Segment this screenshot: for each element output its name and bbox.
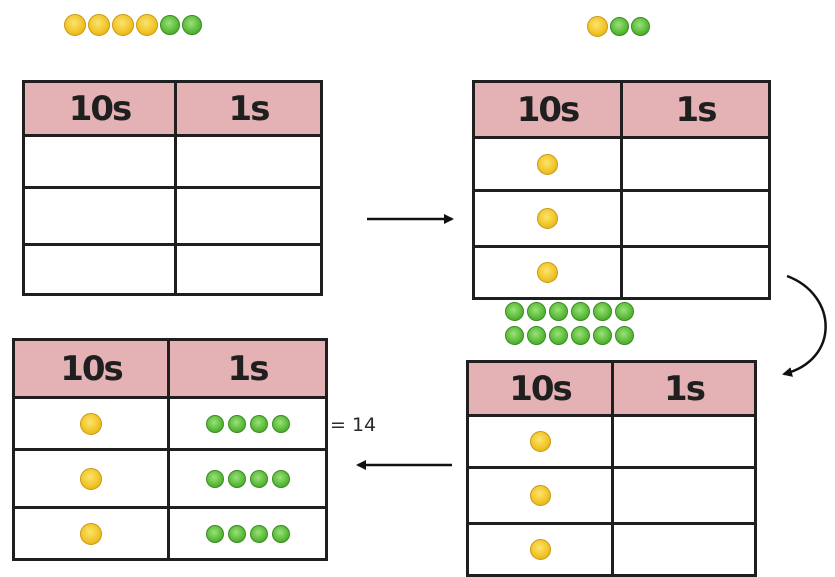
- chart-row: [472, 136, 771, 192]
- one-counter-icon: [205, 470, 224, 489]
- ones-cell: [620, 245, 771, 300]
- result-equals-label: = 14: [330, 414, 377, 436]
- one-counter-icon: [549, 302, 568, 321]
- chart-row: [472, 189, 771, 248]
- column-header-ones: 1s: [174, 80, 323, 137]
- one-counter-icon: [615, 326, 634, 345]
- one-counter-icon: [527, 326, 546, 345]
- ten-counter-icon: [529, 539, 551, 560]
- ones-cell: [167, 506, 328, 561]
- one-counter-icon: [271, 525, 290, 544]
- ten-counter-icon: [529, 431, 551, 452]
- one-counter-icon: [249, 470, 268, 489]
- chart-row: [472, 245, 771, 300]
- ten-counter-icon: [88, 14, 110, 36]
- ten-counter-icon: [80, 467, 102, 490]
- tens-cell: [472, 245, 623, 300]
- ones-cell: [174, 243, 323, 296]
- one-counter-icon: [505, 326, 524, 345]
- one-counter-icon: [593, 302, 612, 321]
- one-counter-icon: [227, 470, 246, 489]
- ones-cell: [620, 136, 771, 192]
- ones-cell: [174, 186, 323, 246]
- one-counter-icon: [227, 415, 246, 434]
- column-header-tens: 10s: [466, 360, 614, 417]
- arrow-curved-down-icon: [782, 274, 827, 377]
- chart-row: [466, 414, 757, 469]
- one-counter-icon: [593, 326, 612, 345]
- tens-cell: [466, 466, 614, 525]
- arrows-layer: [356, 214, 827, 470]
- one-counter-icon: [571, 302, 590, 321]
- tens-cell: [472, 189, 623, 248]
- column-header-ones: 1s: [167, 338, 328, 399]
- one-counter-icon: [249, 415, 268, 434]
- tens-cell: [22, 243, 177, 296]
- ones-cell: [620, 189, 771, 248]
- ten-counter-icon: [136, 14, 158, 36]
- column-header-tens: 10s: [12, 338, 170, 399]
- one-counter-icon: [249, 525, 268, 544]
- tens-cell: [22, 186, 177, 246]
- chart-row: [12, 506, 328, 561]
- counters-start: [64, 14, 204, 36]
- tens-cell: [12, 448, 170, 509]
- exchanged-ones-row: [505, 326, 637, 345]
- tens-cell: [12, 506, 170, 561]
- ones-cell: [174, 134, 323, 189]
- ten-counter-icon: [80, 412, 102, 435]
- chart-row: [22, 186, 323, 246]
- tens-cell: [12, 396, 170, 451]
- one-counter-icon: [205, 415, 224, 434]
- chart-row: [12, 396, 328, 451]
- chart-row: [12, 448, 328, 509]
- one-counter-icon: [615, 302, 634, 321]
- one-counter-icon: [160, 15, 180, 35]
- ten-counter-icon: [112, 14, 134, 36]
- exchanged-ones-row: [505, 302, 637, 321]
- column-header-tens: 10s: [22, 80, 177, 137]
- ones-cell: [611, 414, 757, 469]
- one-counter-icon: [571, 326, 590, 345]
- ten-counter-icon: [64, 14, 86, 36]
- one-counter-icon: [271, 470, 290, 489]
- ten-counter-icon: [537, 208, 558, 229]
- ones-cell: [167, 448, 328, 509]
- one-counter-icon: [227, 525, 246, 544]
- chart-row: [22, 243, 323, 296]
- one-counter-icon: [505, 302, 524, 321]
- one-counter-icon: [182, 15, 202, 35]
- ten-counter-icon: [537, 153, 558, 175]
- one-counter-icon: [631, 17, 650, 36]
- ten-counter-icon: [587, 16, 608, 37]
- tens-cell: [472, 136, 623, 192]
- column-header-ones: 1s: [620, 80, 771, 139]
- one-counter-icon: [527, 302, 546, 321]
- counters-remaining: [587, 16, 652, 37]
- chart-row: [466, 466, 757, 525]
- ones-cell: [611, 466, 757, 525]
- ten-counter-icon: [529, 485, 551, 506]
- chart-row: [22, 134, 323, 189]
- column-header-tens: 10s: [472, 80, 623, 139]
- one-counter-icon: [205, 525, 224, 544]
- one-counter-icon: [271, 415, 290, 434]
- ten-counter-icon: [537, 262, 558, 283]
- tens-cell: [466, 414, 614, 469]
- tens-cell: [22, 134, 177, 189]
- column-header-ones: 1s: [611, 360, 757, 417]
- ones-cell: [167, 396, 328, 451]
- one-counter-icon: [549, 326, 568, 345]
- one-counter-icon: [610, 17, 629, 36]
- ten-counter-icon: [80, 522, 102, 545]
